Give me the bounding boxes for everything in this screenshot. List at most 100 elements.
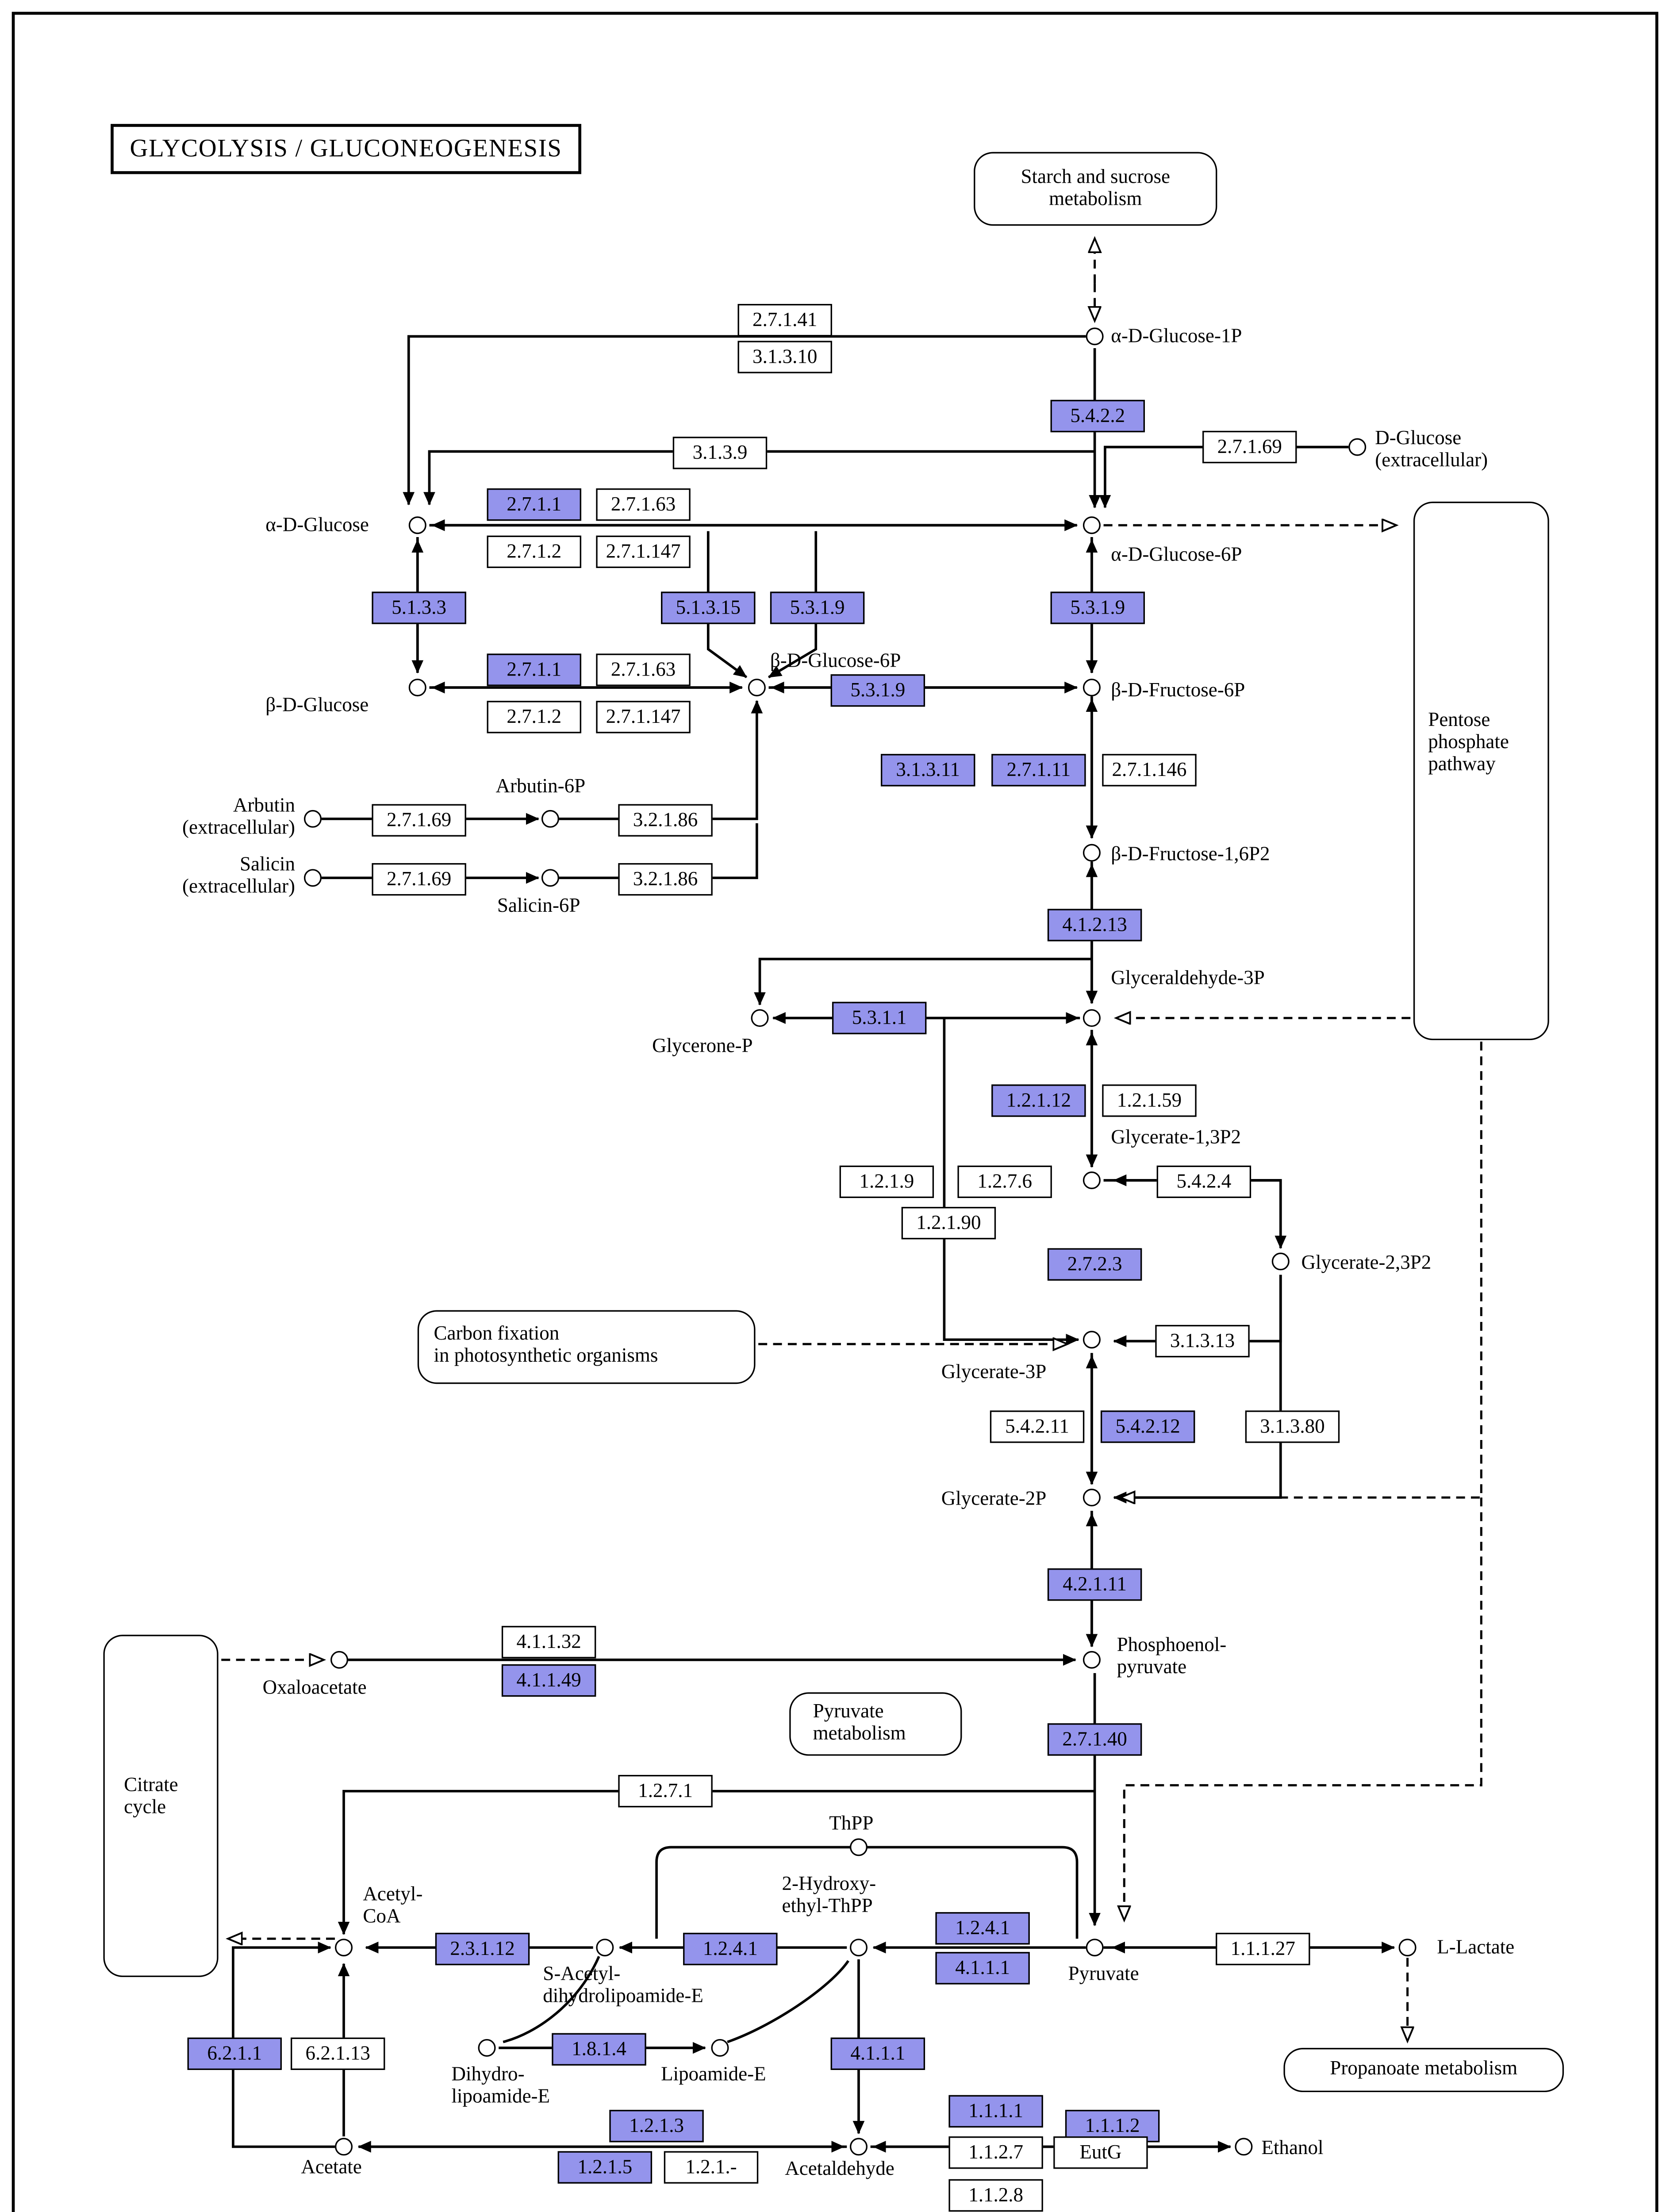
enzyme-box-5.4.2.11[interactable]: 5.4.2.11 bbox=[990, 1410, 1085, 1443]
pathway-link-carbon-fixation-in-photosynthetic-organisms[interactable] bbox=[417, 1310, 756, 1384]
enzyme-box-2.7.1.146[interactable]: 2.7.1.146 bbox=[1102, 754, 1197, 787]
compound-acetaldehyde[interactable] bbox=[849, 2138, 868, 2156]
compound-acetyl-coa[interactable] bbox=[335, 1939, 353, 1957]
compound-l-lactate[interactable] bbox=[1398, 1939, 1417, 1957]
pathway-link-pentose-phosphate-pathway[interactable] bbox=[1413, 501, 1549, 1041]
enzyme-box-1.2.7.6[interactable]: 1.2.7.6 bbox=[957, 1165, 1052, 1198]
enzyme-box-6.2.1.1[interactable]: 6.2.1.1 bbox=[187, 2037, 282, 2070]
enzyme-box-2.7.1.1[interactable]: 2.7.1.1 bbox=[487, 653, 581, 686]
enzyme-box-2.7.1.147[interactable]: 2.7.1.147 bbox=[596, 701, 691, 733]
enzyme-box-1.2.7.1[interactable]: 1.2.7.1 bbox=[618, 1775, 713, 1808]
enzyme-box-5.3.1.9[interactable]: 5.3.1.9 bbox=[830, 674, 925, 707]
enzyme-box-4.1.1.1[interactable]: 4.1.1.1 bbox=[935, 1952, 1030, 1985]
compound-label: Glycerate-1,3P2 bbox=[1111, 1125, 1241, 1148]
compound-2-hydroxyethyl-thpp[interactable] bbox=[849, 1939, 868, 1957]
enzyme-box-2.3.1.12[interactable]: 2.3.1.12 bbox=[435, 1932, 530, 1966]
compound-label: L-Lactate bbox=[1437, 1936, 1515, 1958]
enzyme-box-2.7.1.69[interactable]: 2.7.1.69 bbox=[372, 804, 466, 837]
enzyme-box-5.3.1.9[interactable]: 5.3.1.9 bbox=[1050, 591, 1145, 624]
compound-arbutin-6p[interactable] bbox=[541, 810, 559, 828]
enzyme-box-1.2.1.12[interactable]: 1.2.1.12 bbox=[991, 1084, 1086, 1117]
enzyme-box-2.7.1.63[interactable]: 2.7.1.63 bbox=[596, 488, 691, 521]
enzyme-box-2.7.1.147[interactable]: 2.7.1.147 bbox=[596, 535, 691, 568]
compound-glyceraldehyde-3p[interactable] bbox=[1083, 1009, 1101, 1027]
enzyme-box-3.1.3.11[interactable]: 3.1.3.11 bbox=[880, 754, 975, 787]
pathway-label-propanoate-metabolism: Propanoate metabolism bbox=[1330, 2056, 1518, 2079]
enzyme-box-2.7.2.3[interactable]: 2.7.2.3 bbox=[1047, 1248, 1142, 1281]
enzyme-box-3.1.3.9[interactable]: 3.1.3.9 bbox=[672, 437, 768, 469]
pathway-link-propanoate-metabolism[interactable] bbox=[1283, 2047, 1564, 2093]
compound-arbutin-extracellular[interactable] bbox=[304, 810, 322, 828]
enzyme-box-1.2.1.90[interactable]: 1.2.1.90 bbox=[901, 1207, 996, 1240]
compound-glycerate-1-3p2[interactable] bbox=[1083, 1171, 1101, 1190]
enzyme-box-1.2.1.59[interactable]: 1.2.1.59 bbox=[1102, 1084, 1197, 1117]
compound-alpha-d-glucose-1p[interactable] bbox=[1086, 327, 1104, 346]
enzyme-box-5.3.1.9[interactable]: 5.3.1.9 bbox=[770, 591, 865, 624]
enzyme-box-4.1.1.49[interactable]: 4.1.1.49 bbox=[501, 1664, 596, 1697]
enzyme-box-3.1.3.10[interactable]: 3.1.3.10 bbox=[737, 341, 832, 373]
enzyme-box-5.4.2.2[interactable]: 5.4.2.2 bbox=[1050, 399, 1145, 433]
enzyme-box-3.1.3.13[interactable]: 3.1.3.13 bbox=[1155, 1325, 1250, 1358]
enzyme-box-5.4.2.12[interactable]: 5.4.2.12 bbox=[1100, 1410, 1195, 1443]
enzyme-box-1.8.1.4[interactable]: 1.8.1.4 bbox=[552, 2033, 646, 2066]
enzyme-box-3.2.1.86[interactable]: 3.2.1.86 bbox=[618, 863, 713, 896]
compound-beta-d-glucose-6p[interactable] bbox=[748, 679, 766, 697]
enzyme-box-2.7.1.1[interactable]: 2.7.1.1 bbox=[487, 488, 581, 521]
compound-salicin-6p[interactable] bbox=[541, 869, 559, 887]
enzyme-box-1.2.4.1[interactable]: 1.2.4.1 bbox=[935, 1912, 1030, 1945]
enzyme-box-4.1.2.13[interactable]: 4.1.2.13 bbox=[1047, 909, 1142, 941]
compound-alpha-d-glucose-6p[interactable] bbox=[1083, 516, 1101, 534]
enzyme-box-EutG[interactable]: EutG bbox=[1053, 2136, 1148, 2169]
enzyme-box-2.7.1.63[interactable]: 2.7.1.63 bbox=[596, 653, 691, 686]
pathway-link-starch-and-sucrose-metabolism[interactable] bbox=[974, 152, 1217, 226]
compound-glycerate-3p[interactable] bbox=[1083, 1331, 1101, 1349]
compound-beta-d-fructose-1-6p2[interactable] bbox=[1083, 844, 1101, 862]
pathway-link-pyruvate-metabolism[interactable] bbox=[789, 1692, 962, 1756]
enzyme-box-3.1.3.80[interactable]: 3.1.3.80 bbox=[1245, 1410, 1340, 1443]
enzyme-box-1.1.2.8[interactable]: 1.1.2.8 bbox=[948, 2179, 1043, 2212]
enzyme-box-1.2.1.-[interactable]: 1.2.1.- bbox=[664, 2151, 759, 2184]
enzyme-box-1.2.1.3[interactable]: 1.2.1.3 bbox=[609, 2110, 704, 2143]
enzyme-box-6.2.1.13[interactable]: 6.2.1.13 bbox=[290, 2037, 385, 2070]
compound-oxaloacetate[interactable] bbox=[330, 1651, 349, 1669]
enzyme-box-1.1.2.7[interactable]: 1.1.2.7 bbox=[948, 2136, 1043, 2169]
compound-d-glucose-extracellular[interactable] bbox=[1348, 438, 1367, 456]
enzyme-box-3.2.1.86[interactable]: 3.2.1.86 bbox=[618, 804, 713, 837]
enzyme-box-1.1.1.27[interactable]: 1.1.1.27 bbox=[1216, 1932, 1310, 1966]
enzyme-box-5.1.3.15[interactable]: 5.1.3.15 bbox=[661, 591, 756, 624]
compound-glycerone-p[interactable] bbox=[751, 1009, 769, 1027]
enzyme-box-2.7.1.11[interactable]: 2.7.1.11 bbox=[991, 754, 1086, 787]
compound-phosphoenolpyruvate[interactable] bbox=[1083, 1651, 1101, 1669]
enzyme-box-2.7.1.69[interactable]: 2.7.1.69 bbox=[372, 863, 466, 896]
compound-alpha-d-glucose[interactable] bbox=[408, 516, 426, 534]
enzyme-box-1.2.1.5[interactable]: 1.2.1.5 bbox=[557, 2151, 653, 2184]
enzyme-box-2.7.1.2[interactable]: 2.7.1.2 bbox=[487, 701, 581, 733]
enzyme-box-5.3.1.1[interactable]: 5.3.1.1 bbox=[832, 1002, 927, 1034]
pathway-link-citrate-cycle[interactable] bbox=[103, 1635, 219, 1977]
enzyme-box-2.7.1.41[interactable]: 2.7.1.41 bbox=[737, 304, 832, 337]
enzyme-box-4.2.1.11[interactable]: 4.2.1.11 bbox=[1047, 1568, 1142, 1601]
enzyme-box-2.7.1.2[interactable]: 2.7.1.2 bbox=[487, 535, 581, 568]
enzyme-box-2.7.1.69[interactable]: 2.7.1.69 bbox=[1202, 430, 1297, 464]
enzyme-box-1.1.1.1[interactable]: 1.1.1.1 bbox=[948, 2095, 1043, 2128]
compound-beta-d-fructose-6p[interactable] bbox=[1083, 679, 1101, 697]
enzyme-box-1.2.1.9[interactable]: 1.2.1.9 bbox=[839, 1165, 934, 1198]
compound-ethanol[interactable] bbox=[1235, 2138, 1253, 2156]
enzyme-box-2.7.1.40[interactable]: 2.7.1.40 bbox=[1047, 1723, 1142, 1756]
compound-glycerate-2p[interactable] bbox=[1083, 1489, 1101, 1507]
compound-thpp[interactable] bbox=[849, 1838, 868, 1856]
enzyme-box-4.1.1.32[interactable]: 4.1.1.32 bbox=[501, 1626, 596, 1659]
compound-pyruvate[interactable] bbox=[1086, 1939, 1104, 1957]
compound-lipoamide-e[interactable] bbox=[711, 2039, 729, 2057]
compound-glycerate-2-3p2[interactable] bbox=[1271, 1252, 1290, 1271]
enzyme-box-5.1.3.3[interactable]: 5.1.3.3 bbox=[372, 591, 466, 624]
enzyme-box-4.1.1.1[interactable]: 4.1.1.1 bbox=[830, 2037, 925, 2070]
compound-acetate[interactable] bbox=[335, 2138, 353, 2156]
compound-s-acetyl-dihydrolipoamide-e[interactable] bbox=[596, 1939, 614, 1957]
compound-dihydrolipoamide-e[interactable] bbox=[478, 2039, 496, 2057]
enzyme-box-1.2.4.1[interactable]: 1.2.4.1 bbox=[683, 1932, 778, 1966]
enzyme-box-5.4.2.4[interactable]: 5.4.2.4 bbox=[1156, 1165, 1252, 1198]
compound-beta-d-glucose[interactable] bbox=[408, 679, 426, 697]
compound-salicin-extracellular[interactable] bbox=[304, 869, 322, 887]
